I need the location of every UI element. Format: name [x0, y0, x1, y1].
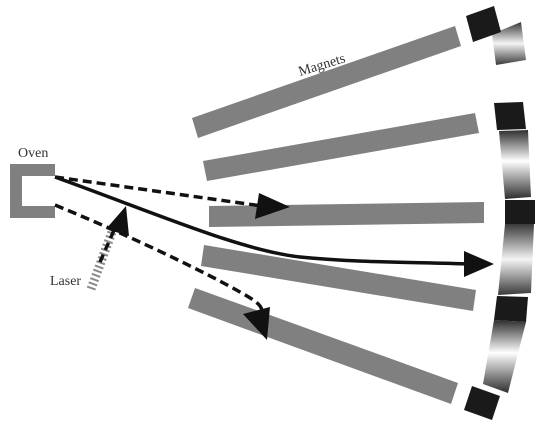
trajectory-laser-dashed: [98, 227, 117, 263]
magnet-bar-1: [192, 26, 461, 138]
arrowhead-lower: [243, 307, 270, 340]
trajectory-upper-dashed: [54, 175, 263, 208]
magnet-bar-4: [201, 245, 476, 311]
magnet-array: [188, 26, 484, 404]
detector-segment-4: [483, 320, 526, 393]
detector-block-5: [464, 386, 500, 420]
detector-block-3: [505, 200, 535, 224]
laser-label: Laser: [50, 274, 81, 289]
detector-block-4: [494, 296, 528, 322]
arrowhead-upper: [255, 193, 290, 219]
oven-label: Oven: [18, 146, 48, 161]
magnet-bar-2: [203, 113, 479, 181]
detector-arc: [464, 6, 535, 420]
trajectory-center-solid: [54, 175, 471, 266]
magnet-bar-5: [188, 288, 458, 404]
arrowheads: [106, 193, 494, 340]
arrowhead-laser: [106, 206, 129, 236]
detector-block-2: [494, 102, 526, 130]
detector-segment-2: [499, 130, 531, 199]
laser-beam: [86, 230, 117, 291]
arrowhead-center: [464, 251, 494, 277]
detector-segment-3: [498, 224, 534, 295]
oven: [10, 164, 55, 218]
detector-segment-1: [492, 22, 526, 65]
detector-block-1: [466, 6, 501, 42]
